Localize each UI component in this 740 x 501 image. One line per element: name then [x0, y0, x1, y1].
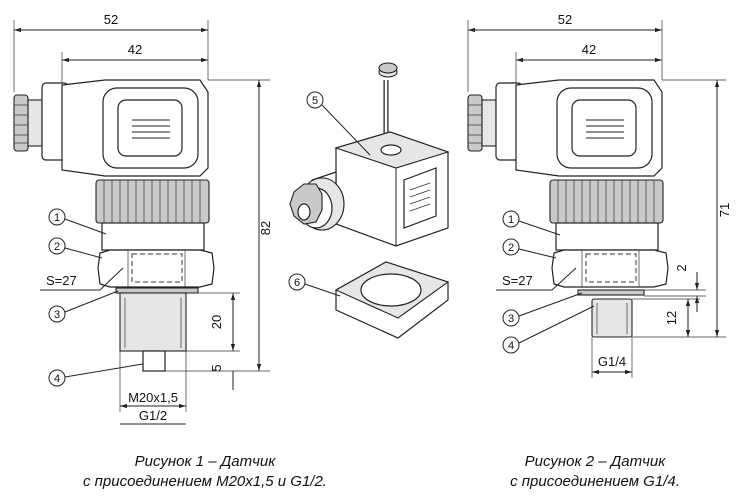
sensor-body-1 [101, 222, 205, 251]
cable-gland-1 [13, 82, 69, 161]
dim-body-width-1: 42 [128, 42, 142, 57]
connector-housing-2 [515, 79, 663, 177]
callouts-1 [48, 208, 144, 387]
figure-2-caption: Рисунок 2 – Датчик с присоединением G1/4… [450, 452, 740, 492]
dim-hex-1: S=27 [46, 273, 77, 288]
callout-4-fig2: 4 [508, 340, 514, 352]
dim-overall-width-1: 52 [104, 12, 118, 27]
callouts-2 [502, 210, 595, 354]
figure-1-caption: Рисунок 1 – Датчик с присоединением M20x… [30, 452, 380, 492]
dim-gap-2: 2 [674, 264, 689, 271]
callouts-connector [288, 91, 371, 297]
dim-thread-alt-1: G1/2 [139, 408, 167, 423]
callout-1-fig1: 1 [54, 212, 60, 224]
figure-2-caption-line2: с присоединением G1/4. [510, 473, 680, 490]
dim-overall-height-2: 71 [717, 203, 732, 217]
callout-2-fig2: 2 [508, 242, 514, 254]
figure-1-sensor: 52 42 82 20 5 M20x1,5 G1/2 S=27 1 2 3 4 [13, 12, 273, 425]
hex-nut-1 [97, 249, 215, 288]
callout-3-fig1: 3 [54, 309, 60, 321]
callout-1-fig2: 1 [508, 214, 514, 226]
thread-fitting-1 [119, 292, 187, 372]
callout-3-fig2: 3 [508, 313, 514, 325]
hex-nut-2 [551, 249, 669, 288]
connector-housing-1 [61, 79, 209, 177]
dim-thread-1: M20x1,5 [128, 390, 178, 405]
sensor-tip-1 [142, 350, 166, 372]
callout-6: 6 [294, 277, 300, 289]
dim-hex-2: S=27 [502, 273, 533, 288]
gasket-isometric [334, 261, 450, 339]
dim-tip-length-1: 5 [209, 364, 224, 371]
callout-4-fig1: 4 [54, 373, 60, 385]
figure-1-caption-line2: с присоединением M20x1,5 и G1/2. [83, 473, 327, 490]
callout-2-fig1: 2 [54, 241, 60, 253]
thread-fitting-2 [591, 298, 633, 338]
figure-1-caption-line1: Рисунок 1 – Датчик [134, 453, 276, 470]
dimension-lines-1 [13, 20, 270, 425]
figure-2-caption-line1: Рисунок 2 – Датчик [524, 453, 666, 470]
dim-overall-height-1: 82 [258, 221, 273, 235]
callout-5: 5 [312, 95, 318, 107]
knurled-nut-1 [95, 179, 210, 224]
dim-body-width-2: 42 [582, 42, 596, 57]
dim-thread-2: G1/4 [598, 354, 626, 369]
dim-thread-length-2: 12 [664, 311, 679, 325]
cable-gland-2 [467, 82, 523, 161]
dim-thread-length-1: 20 [209, 315, 224, 329]
gasket-1 [115, 287, 199, 294]
knurled-nut-2 [549, 179, 664, 224]
sensor-body-2 [555, 222, 659, 251]
connector-isometric [289, 62, 450, 247]
gasket-2 [577, 289, 645, 296]
figure-2-sensor: 52 42 71 2 12 G1/4 S=27 1 2 3 4 [467, 12, 732, 378]
dim-overall-width-2: 52 [558, 12, 572, 27]
dimension-lines-2 [467, 20, 726, 378]
